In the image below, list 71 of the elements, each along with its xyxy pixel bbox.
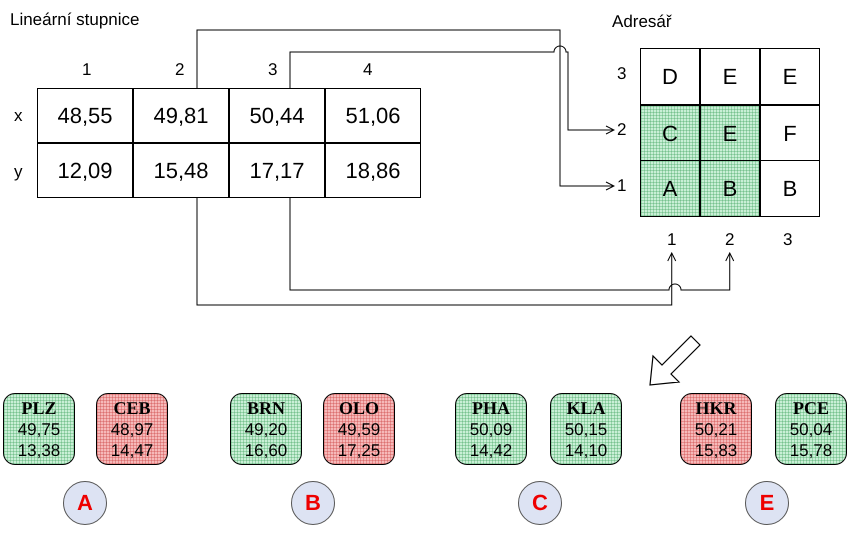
- coordinate-value: 50,04: [788, 419, 834, 440]
- bucket-letter-circle: B: [291, 481, 335, 525]
- table-cell: B: [760, 160, 820, 217]
- table-cell: 50,44: [229, 88, 325, 143]
- table-cell: 51,06: [325, 88, 421, 143]
- table-cell: F: [760, 105, 820, 162]
- axis-label: 1: [667, 230, 676, 250]
- table-cell: 15,48: [133, 143, 229, 198]
- bucket-name: PCE: [792, 398, 830, 419]
- bucket-name: BRN: [246, 398, 286, 419]
- coordinate-value: 16,60: [244, 440, 288, 461]
- bucket-card: [3, 393, 75, 465]
- coordinate-value: 50,15: [564, 419, 608, 440]
- bucket-name: PLZ: [20, 398, 58, 419]
- coordinate-value: 17,25: [336, 440, 382, 461]
- axis-label: 2: [725, 230, 734, 250]
- axis-label: x: [14, 106, 22, 126]
- bucket-letter-circle: C: [518, 481, 562, 525]
- coordinate-value: 49,75: [16, 419, 62, 440]
- table-cell: C: [640, 105, 700, 162]
- arrow: [290, 46, 614, 134]
- bucket-card: [96, 393, 168, 465]
- axis-label: 3: [617, 64, 626, 84]
- axis-label: 3: [268, 60, 278, 80]
- bucket-letter-circle: E: [745, 481, 789, 525]
- coordinate-value: 50,21: [694, 419, 738, 440]
- bucket-letter-circle: A: [63, 481, 107, 525]
- bucket-name: HKR: [694, 398, 738, 419]
- table-cell: 18,86: [325, 143, 421, 198]
- arrow: [290, 198, 734, 290]
- axis-label: y: [14, 162, 22, 182]
- table-cell: D: [640, 48, 700, 105]
- coordinate-value: 14,47: [110, 440, 154, 461]
- table-cell: 12,09: [37, 143, 133, 198]
- table-cell: 48,55: [37, 88, 133, 143]
- axis-label: 2: [175, 60, 184, 80]
- coordinate-value: 14,42: [468, 440, 514, 461]
- bucket-name: KLA: [565, 398, 606, 419]
- table-cell: E: [700, 105, 760, 162]
- bucket-card: [230, 393, 302, 465]
- coordinate-value: 50,09: [468, 419, 514, 440]
- bucket-name: CEB: [112, 398, 152, 419]
- table-cell: E: [700, 48, 760, 105]
- coordinate-value: 49,59: [336, 419, 382, 440]
- table-cell: 49,81: [133, 88, 229, 143]
- axis-label: 1: [82, 60, 92, 80]
- axis-label: 2: [617, 120, 626, 140]
- axis-label: 3: [783, 230, 792, 250]
- axis-label: 1: [617, 176, 626, 196]
- bucket-name: PHA: [471, 398, 511, 419]
- bucket-name: OLO: [338, 398, 380, 419]
- bucket-card: [775, 393, 847, 465]
- table-cell: B: [700, 160, 760, 217]
- coordinate-value: 48,97: [110, 419, 154, 440]
- bucket-card: [550, 393, 622, 465]
- bucket-card: [680, 393, 752, 465]
- arrow: [196, 198, 676, 306]
- bucket-card: [323, 393, 395, 465]
- table-cell: 17,17: [229, 143, 325, 198]
- table-heading: Adresář: [612, 12, 672, 32]
- coordinate-value: 14,10: [564, 440, 608, 461]
- arrow: [196, 30, 614, 190]
- table-heading: Lineární stupnice: [10, 10, 140, 30]
- coordinate-value: 15,83: [694, 440, 738, 461]
- bucket-card: [455, 393, 527, 465]
- table-cell: E: [760, 48, 820, 105]
- table-cell: A: [640, 160, 700, 217]
- coordinate-value: 49,20: [244, 419, 288, 440]
- coordinate-value: 15,78: [788, 440, 834, 461]
- coordinate-value: 13,38: [16, 440, 62, 461]
- axis-label: 4: [363, 60, 372, 80]
